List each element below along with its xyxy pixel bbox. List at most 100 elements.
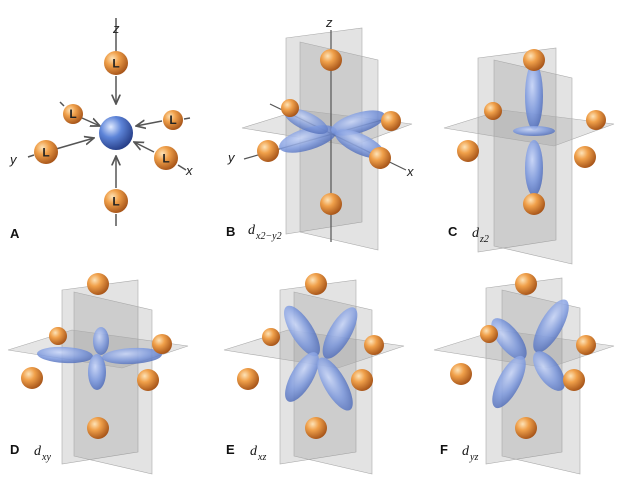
ligand-sphere-icon xyxy=(34,140,58,164)
ligand-sphere-icon xyxy=(515,273,537,295)
blue-lobe-icon xyxy=(93,327,109,355)
ligand-sphere-icon xyxy=(63,104,83,124)
arrow-left-back xyxy=(81,117,100,126)
axis-label-x: x xyxy=(185,163,193,178)
ligand-label: L xyxy=(112,195,119,209)
ligand-sphere-icon xyxy=(137,369,159,391)
orbital-label: d xyxy=(472,226,480,241)
ligand-sphere-icon xyxy=(586,110,606,130)
ligand-sphere-icon xyxy=(369,147,391,169)
ligand-sphere-icon xyxy=(364,335,384,355)
ligand-sphere-icon xyxy=(480,325,498,343)
panel-letter-f: F xyxy=(440,442,448,457)
axis-label-y: y xyxy=(227,150,236,165)
ligand-sphere-icon xyxy=(104,51,128,75)
ligand-label: L xyxy=(112,57,119,71)
blue-lobe-icon xyxy=(331,110,385,136)
ligand-label: L xyxy=(42,146,49,160)
ligand-sphere-icon xyxy=(154,146,178,170)
orbital-dz2 xyxy=(513,62,555,196)
ligand-sphere-icon xyxy=(257,140,279,162)
blue-lobe-icon xyxy=(285,352,319,402)
ligand-sphere-icon xyxy=(152,334,172,354)
blue-lobe-icon xyxy=(102,347,162,365)
orbital-label-subscript: xy xyxy=(41,452,51,463)
ligand-sphere-icon xyxy=(574,146,596,168)
panel-letter-b: B xyxy=(226,224,235,239)
ligand-sphere-icon xyxy=(305,417,327,439)
axis-label-z: z xyxy=(325,15,333,30)
blue-lobe-icon xyxy=(533,299,569,353)
ligand-sphere-icon xyxy=(381,111,401,131)
y-axis-line xyxy=(27,154,35,158)
orbital-label: d xyxy=(34,444,42,459)
ligand-sphere-icon xyxy=(49,327,67,345)
orbital-dyz xyxy=(491,299,569,409)
axis-line-back-left xyxy=(59,101,65,107)
orbital-label-subscript: z2 xyxy=(479,234,489,245)
ligand-sphere-icon xyxy=(163,110,183,130)
axis-label-x: x xyxy=(406,164,414,179)
ligand-sphere-icon xyxy=(450,363,472,385)
blue-lobe-icon xyxy=(533,351,565,391)
blue-lobe-icon xyxy=(525,62,543,130)
orbital-label: d xyxy=(250,444,258,459)
ligand-left-back: L xyxy=(63,104,83,124)
axis-label-z: z xyxy=(112,21,120,36)
arrow-left-front xyxy=(55,138,94,150)
panel-e: E d xz xyxy=(223,273,405,475)
blue-lobe-icon xyxy=(492,355,526,409)
blue-lobe-icon xyxy=(88,354,106,390)
ligand-sphere-icon xyxy=(104,189,128,213)
blue-lobe-icon xyxy=(322,307,358,359)
ligand-sphere-icon xyxy=(305,273,327,295)
ligand-sphere-icon xyxy=(237,368,259,390)
ligand-sphere-icon xyxy=(281,99,299,117)
panel-d: D d xy xyxy=(7,273,189,475)
orbital-label: d xyxy=(462,444,470,459)
blue-lobe-icon xyxy=(284,305,320,357)
x-axis-line xyxy=(177,164,187,171)
ligand-sphere-icon xyxy=(457,140,479,162)
ligand-sphere-icon xyxy=(87,417,109,439)
blue-lobe-icon xyxy=(317,357,353,411)
ligand-sphere-icon xyxy=(576,335,596,355)
panel-f: F d yz xyxy=(433,273,615,475)
ligand-bottom: L xyxy=(104,189,128,213)
metal-ion-sphere-icon xyxy=(99,116,133,150)
orbital-label-subscript: xz xyxy=(257,452,266,463)
orbital-label-subscript: yz xyxy=(469,452,478,463)
ligand-sphere-icon xyxy=(262,328,280,346)
blue-lobe-icon xyxy=(525,140,543,196)
axis-line-back-right xyxy=(183,117,191,120)
orbital-dxz xyxy=(284,305,358,411)
orbital-dxy xyxy=(37,327,162,390)
ligand-label: L xyxy=(69,107,76,121)
panel-letter-e: E xyxy=(226,442,235,457)
blue-lobe-icon xyxy=(37,346,93,364)
panel-letter-a: A xyxy=(10,226,20,241)
ligand-right-front: L xyxy=(154,146,178,170)
ligand-sphere-icon xyxy=(21,367,43,389)
blue-torus-icon xyxy=(513,126,555,136)
panel-letter-d: D xyxy=(10,442,19,457)
ligand-sphere-icon xyxy=(563,369,585,391)
gray-plane-icon xyxy=(299,41,379,251)
panel-c: C d z2 xyxy=(443,47,615,265)
ligand-top: L xyxy=(104,51,128,75)
panel-a: L L L L L L z y x A xyxy=(9,18,193,241)
arrow-right-front xyxy=(134,142,155,153)
ligand-right-back: L xyxy=(163,110,183,130)
ligand-sphere-icon xyxy=(320,49,342,71)
ligand-label: L xyxy=(162,152,169,166)
panel-letter-c: C xyxy=(448,224,458,239)
arrow-right-back xyxy=(136,121,163,126)
ligand-left-front: L xyxy=(34,140,58,164)
blue-lobe-icon xyxy=(491,318,527,360)
ligand-sphere-icon xyxy=(351,369,373,391)
ligand-label: L xyxy=(169,113,176,127)
panel-b: z y x B d x2−y2 xyxy=(226,15,414,251)
ligand-sphere-icon xyxy=(484,102,502,120)
orbital-label-subscript: x2−y2 xyxy=(255,231,282,242)
